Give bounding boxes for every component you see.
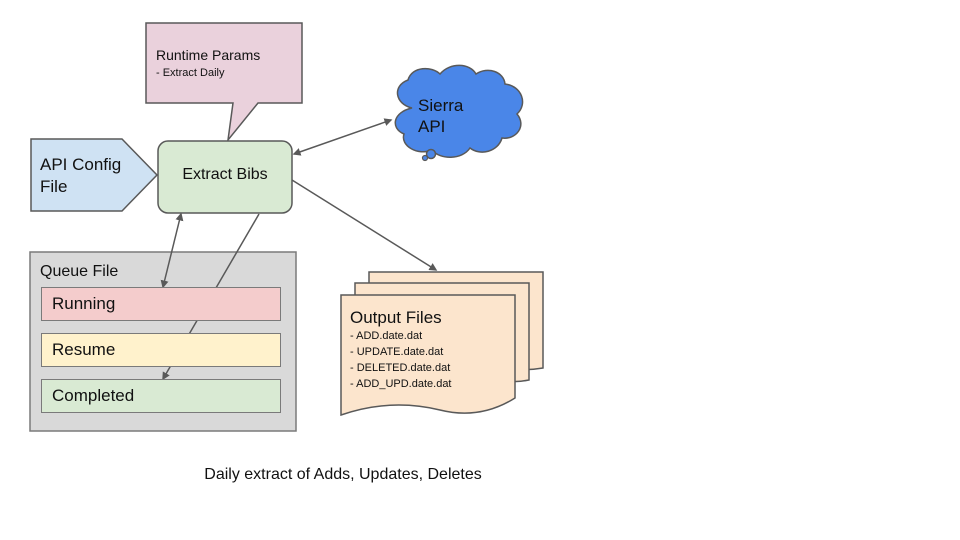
output-file-line: - UPDATE.date.dat [350,346,444,358]
queue-item-resume: Resume [41,333,281,367]
runtime-params-title: Runtime Params [156,47,261,63]
queue-file-title: Queue File [40,263,119,280]
runtime-params-callout [145,22,303,143]
sierra-api-cloud [394,64,524,162]
output-file-line: - ADD.date.dat [350,330,423,342]
api-config-file-shape [30,138,159,212]
api-config-file-label: API Config File [40,155,122,196]
queue-item-running: Running [41,287,281,321]
output-files-stack [340,271,544,417]
arrow-extract-to-running [160,212,184,289]
extract-bibs-box [157,140,293,214]
diagram-caption: Daily extract of Adds, Updates, Deletes [204,466,482,483]
extract-bibs-label: Extract Bibs [182,166,268,183]
output-files-title: Output Files [350,308,442,327]
queue-item-completed: Completed [41,379,281,413]
output-file-line: - DELETED.date.dat [350,362,451,374]
runtime-params-subtitle: - Extract Daily [156,67,225,79]
sierra-api-label: Sierra API [418,96,464,136]
arrow-extract-to-output [291,179,438,271]
arrow-extract-to-sierra [292,118,393,156]
output-file-line: - ADD_UPD.date.dat [350,378,452,390]
